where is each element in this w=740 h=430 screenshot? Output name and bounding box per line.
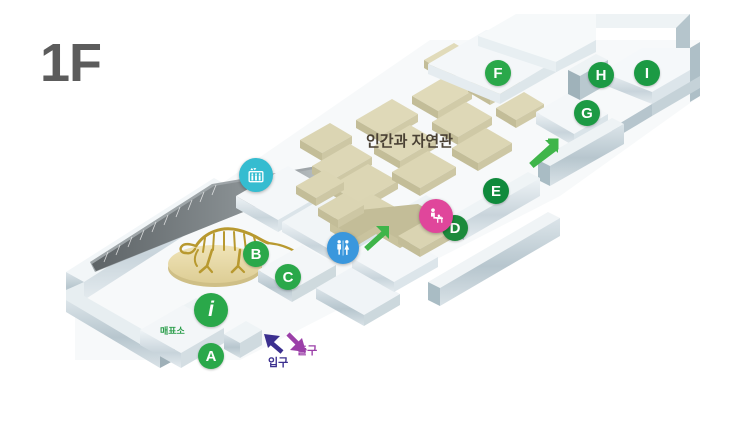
entrance-label: 입구: [268, 357, 289, 369]
map-marker-e[interactable]: E: [483, 178, 509, 204]
elevator-icon[interactable]: [239, 158, 273, 192]
map-marker-h[interactable]: H: [588, 62, 614, 88]
nursing-icon[interactable]: [419, 199, 453, 233]
map-marker-b[interactable]: B: [243, 241, 269, 267]
upper-block-top: [478, 14, 596, 72]
lower-right-wall: [428, 212, 560, 306]
entry-gate-block: [224, 321, 262, 358]
map-marker-g[interactable]: G: [574, 100, 600, 126]
direction-arrow-1: [529, 138, 559, 168]
map-marker-c[interactable]: C: [275, 264, 301, 290]
direction-arrow-2: [364, 226, 389, 252]
central-block-4: [316, 267, 400, 326]
information-marker[interactable]: i: [194, 293, 228, 327]
map-marker-f[interactable]: F: [485, 60, 511, 86]
page-title: 1F: [40, 33, 102, 93]
restroom-icon[interactable]: [327, 232, 359, 264]
exhibit-hall-label: 인간과 자연관: [366, 133, 453, 150]
entrance-exit-arrows: [264, 332, 306, 354]
map-marker-i[interactable]: I: [634, 60, 660, 86]
map-marker-a[interactable]: A: [198, 343, 224, 369]
ticket-office-label: 매표소: [160, 326, 185, 336]
mid-right-wall: [538, 118, 624, 186]
